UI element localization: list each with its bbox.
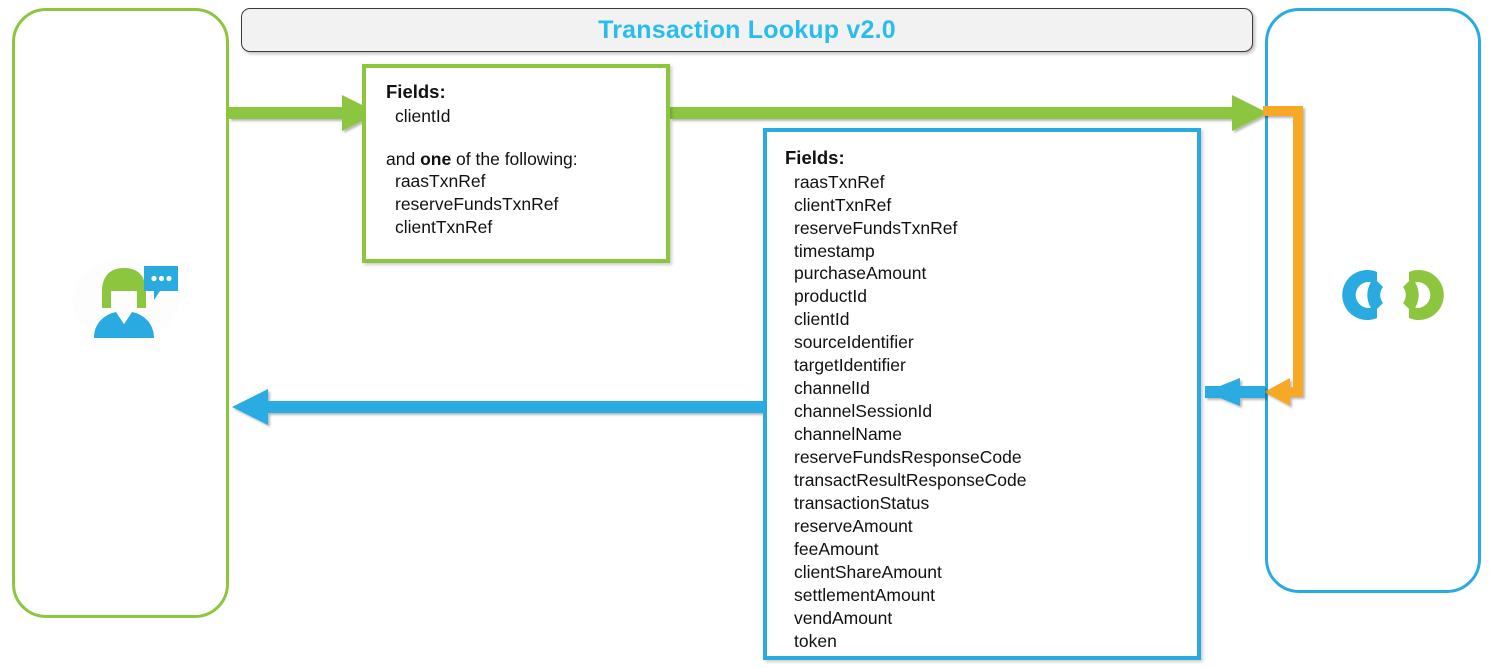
response-fields-heading: Fields: <box>785 147 845 168</box>
response-field: settlementAmount <box>794 584 936 605</box>
response-field: channelName <box>794 424 902 445</box>
request-arrow-client-to-box <box>229 95 378 131</box>
response-field: reserveFundsResponseCode <box>794 447 1022 468</box>
response-field: transactionStatus <box>794 493 930 514</box>
response-field: transactResultResponseCode <box>794 470 1027 491</box>
response-field: vendAmount <box>794 607 893 628</box>
request-note-bold: one <box>420 148 452 169</box>
response-field: clientShareAmount <box>794 561 942 582</box>
request-alt-field: raasTxnRef <box>395 171 486 192</box>
request-alt-field: reserveFundsTxnRef <box>395 194 559 215</box>
response-field: token <box>794 630 837 651</box>
request-note-prefix: and <box>386 148 421 169</box>
response-field: clientId <box>794 309 850 330</box>
request-note-suffix: of the following: <box>451 148 578 169</box>
response-field: productId <box>794 286 867 307</box>
request-arrow-box-to-service <box>670 95 1268 131</box>
request-fields-heading: Fields: <box>386 81 446 102</box>
response-field: raasTxnRef <box>794 171 885 192</box>
response-field: clientTxnRef <box>794 194 892 215</box>
response-field: channelId <box>794 378 870 399</box>
response-field: feeAmount <box>794 538 879 559</box>
response-field: sourceIdentifier <box>794 332 914 353</box>
interlocking-rings-logo <box>1342 270 1444 320</box>
response-field: targetIdentifier <box>794 355 906 376</box>
page-title: Transaction Lookup v2.0 <box>598 15 896 44</box>
request-field: clientId <box>395 105 451 126</box>
response-field: reserveAmount <box>794 515 913 536</box>
person-with-speech-bubble-icon <box>72 258 180 340</box>
response-field: purchaseAmount <box>794 263 927 284</box>
response-field: channelSessionId <box>794 401 933 422</box>
request-alt-field: clientTxnRef <box>395 217 493 238</box>
response-field: reserveFundsTxnRef <box>794 217 958 238</box>
response-field: timestamp <box>794 240 875 261</box>
request-fields-box: Fields: clientId and one of the followin… <box>362 64 670 263</box>
request-note: and one of the following: <box>386 148 666 171</box>
diagram-title-bar: Transaction Lookup v2.0 <box>241 8 1253 52</box>
